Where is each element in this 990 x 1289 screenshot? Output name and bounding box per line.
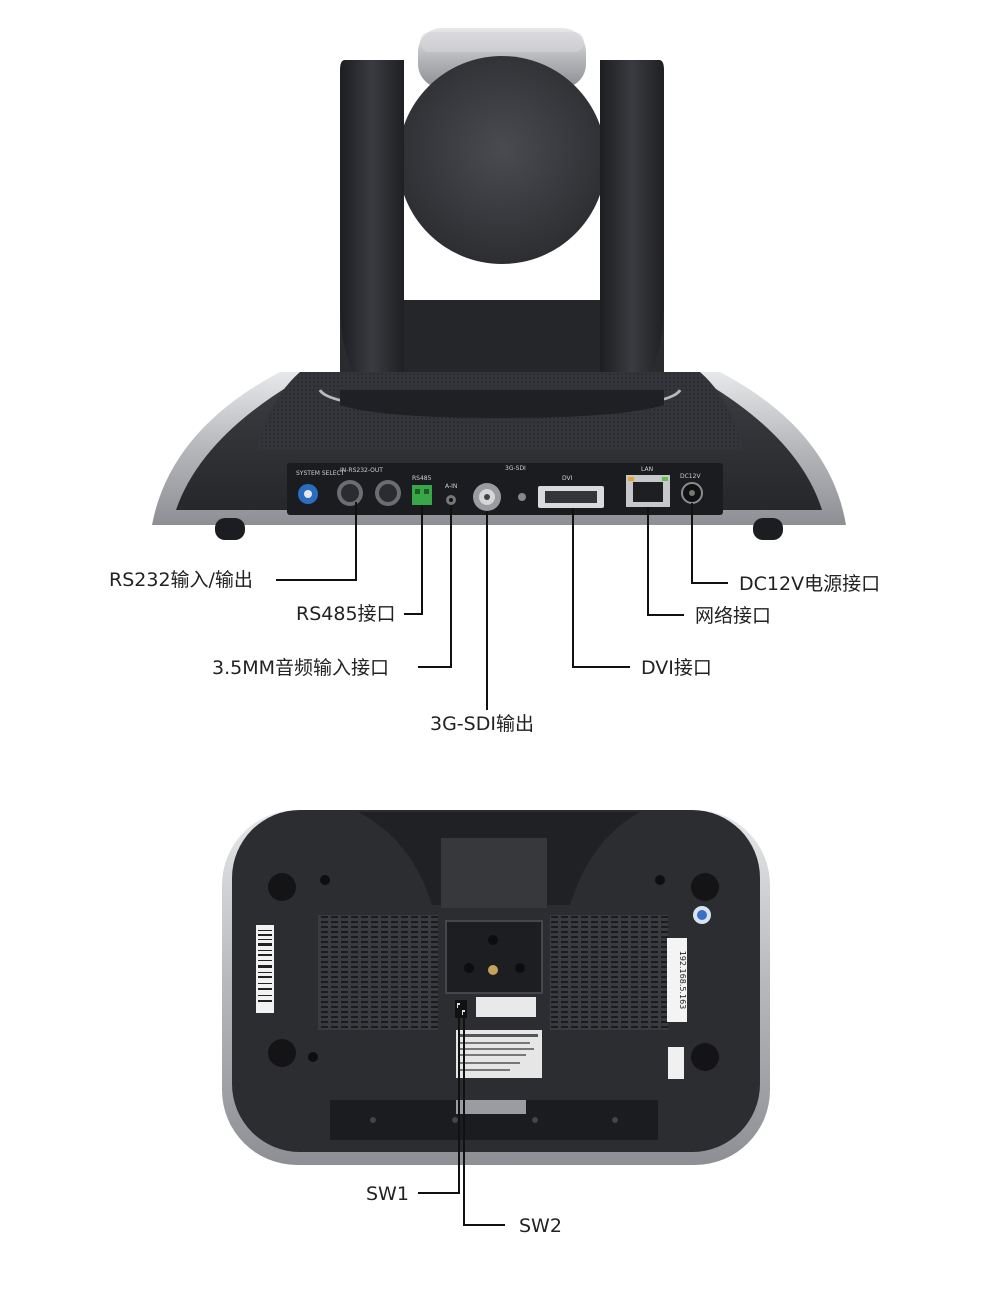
callout-lan: 网络接口 [695, 605, 772, 627]
rear-panel: SYSTEM SELECT IN-RS232-OUT RS485 A-IN 3G… [287, 463, 723, 515]
ip-address-sticker: 192.168.5.163 [678, 951, 687, 1010]
dip-switch-block [455, 1000, 467, 1018]
camera-head [398, 28, 606, 264]
panel-label-dc: DC12V [680, 473, 701, 480]
tripod-mount-plate [445, 920, 543, 994]
callout-sdi: 3G-SDI输出 [430, 713, 534, 735]
barcode-sticker [256, 925, 274, 1013]
callout-rs232: RS232输入/输出 [109, 569, 253, 591]
camera-yoke [340, 60, 664, 410]
panel-label-sdi: 3G-SDI [505, 465, 526, 472]
panel-label-rs232: IN-RS232-OUT [340, 467, 383, 474]
panel-label-rs485: RS485 [412, 475, 432, 482]
callout-power: DC12V电源接口 [739, 573, 881, 595]
callout-audio: 3.5MM音频输入接口 [212, 657, 390, 679]
vent-left [318, 915, 438, 1030]
rs485-terminal [412, 485, 432, 505]
callout-rs485: RS485接口 [296, 603, 396, 625]
lens-rear-cover [398, 56, 606, 264]
vent-right [550, 915, 668, 1030]
callout-dvi: DVI接口 [641, 657, 712, 679]
leader-lines-bottom [418, 1005, 505, 1226]
leader-lines-top [276, 502, 728, 710]
panel-label-system-select: SYSTEM SELECT [296, 470, 345, 477]
panel-label-lan: LAN [641, 466, 653, 473]
callout-sw1: SW1 [366, 1183, 409, 1205]
camera-bottom-illustration: 192.168.5.163 [222, 810, 770, 1165]
callout-sw2: SW2 [519, 1215, 562, 1237]
panel-label-dvi: DVI [562, 475, 573, 482]
panel-label-ain: A-IN [445, 483, 457, 490]
